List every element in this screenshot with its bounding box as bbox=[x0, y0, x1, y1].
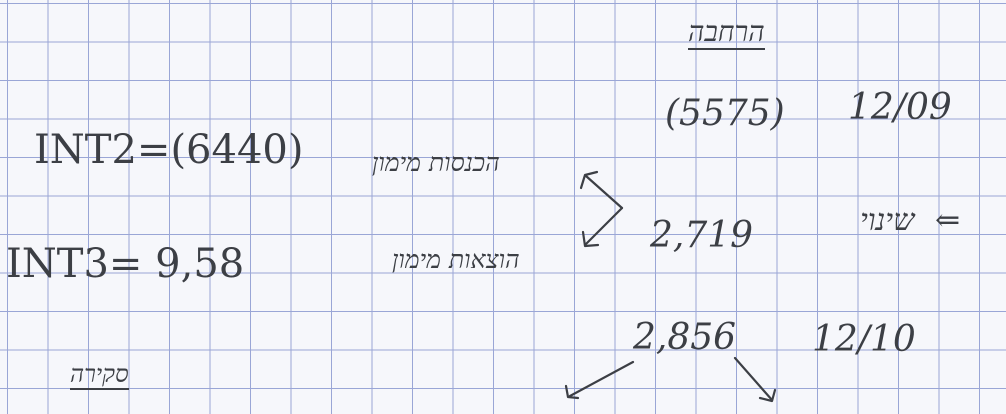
date-1: 12/09 bbox=[848, 87, 952, 128]
value-1: (5575) bbox=[665, 93, 785, 134]
lower-left-arrowhead-icon bbox=[564, 384, 580, 400]
lower-left-arrow-icon bbox=[568, 360, 635, 398]
change-label: שינוי bbox=[860, 203, 915, 238]
value-2: 2,719 bbox=[650, 215, 754, 256]
outflow-label: הוצאות מימון bbox=[392, 245, 520, 274]
heading-handwritten: הרחבה bbox=[688, 15, 765, 50]
change-arrow-icon: ⇐ bbox=[935, 203, 961, 238]
up-arrowhead-icon bbox=[579, 170, 599, 190]
int3-equation: INT3= 9,58 bbox=[6, 241, 245, 287]
value-3: 2,856 bbox=[633, 317, 737, 358]
down-arrowhead-icon bbox=[581, 230, 600, 248]
date-2: 12/10 bbox=[812, 319, 916, 360]
inflow-label: הכנסות מימון bbox=[372, 148, 500, 177]
lower-right-arrow-icon bbox=[733, 356, 774, 402]
down-arrow-icon bbox=[584, 206, 624, 246]
up-arrow-icon bbox=[584, 174, 624, 210]
lower-right-arrowhead-icon bbox=[758, 388, 777, 403]
footer-handwritten: סקירה bbox=[70, 360, 129, 390]
int2-equation: INT2=(6440) bbox=[34, 127, 304, 173]
